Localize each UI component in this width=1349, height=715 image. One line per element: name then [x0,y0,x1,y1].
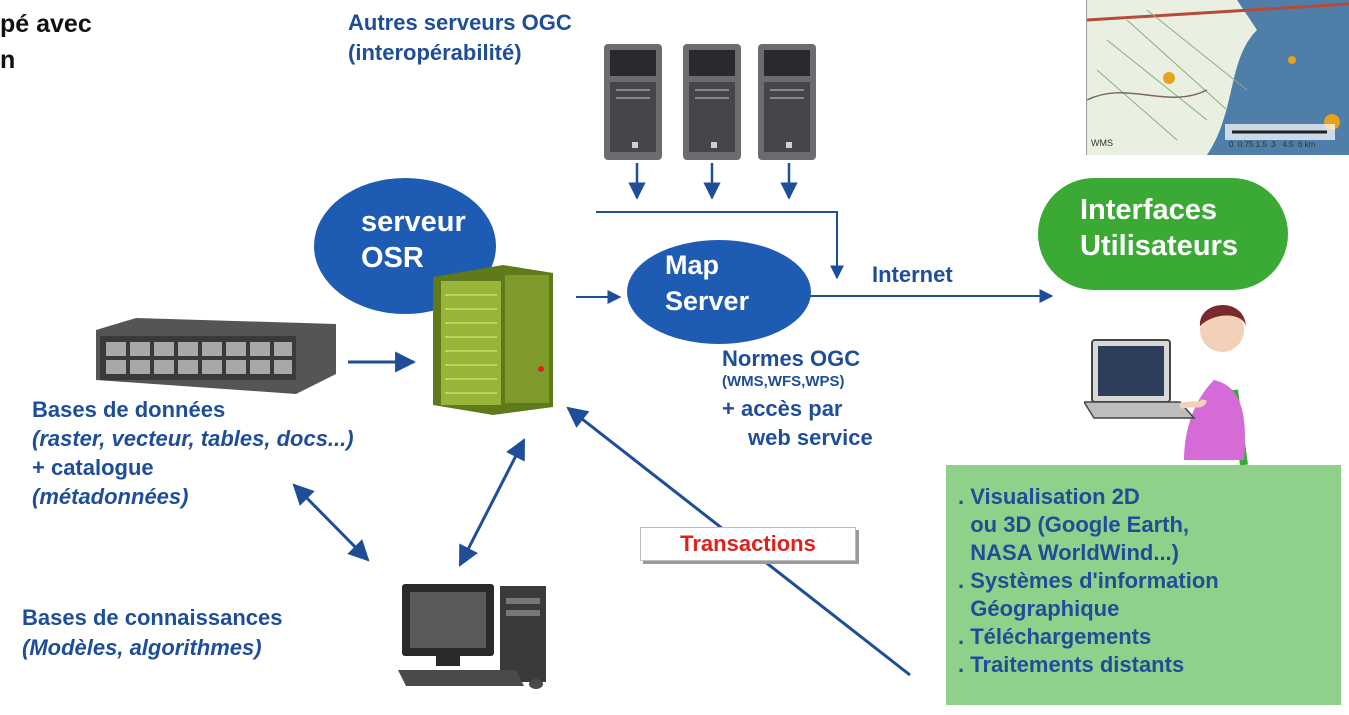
feature-line-7: . Traitements distants [958,652,1185,677]
feature-line-6: . Téléchargements [958,624,1152,649]
other-servers-sublabel: (interopérabilité) [348,40,522,65]
norms-detail: (WMS,WFS,WPS) [722,373,845,390]
interfaces-line-1: Interfaces [1080,194,1218,226]
feature-line-1: . Visualisation 2D [958,484,1140,509]
map-thumbnail: WMS 0 0.75 1.5 3 4.5 6 km [1086,0,1349,155]
feature-line-5: Géographique [958,596,1120,621]
map-scale-label: 0 0.75 1.5 3 4.5 6 km [1229,140,1316,149]
features-box: . Visualisation 2D ou 3D (Google Earth, … [946,465,1341,705]
norms-access-line-2: web service [748,425,873,450]
databases-catalog: + catalogue [32,455,154,480]
osr-rack-server-icon [433,265,555,420]
osr-bubble-line-2: OSR [361,242,424,274]
title-fragment-line-1: pé avec [0,10,92,38]
databases-catalog-detail: (métadonnées) [32,484,189,509]
knowledge-heading: Bases de connaissances [22,605,283,630]
norms-access-line-1: + accès par [722,396,843,421]
interfaces-bubble: Interfaces Utilisateurs [1038,178,1288,290]
transactions-box: Transactions [640,527,856,561]
ogc-server-2-icon [681,42,743,167]
other-servers-label: Autres serveurs OGC [348,10,572,35]
map-corner-label: WMS [1091,138,1113,148]
osr-knowledge-double-arrow [458,438,526,567]
interfaces-line-2: Utilisateurs [1080,230,1238,262]
map-server-line-1: Map [665,250,719,280]
servers-to-internet-line [596,211,844,280]
map-server-bubble: Map Server [627,240,811,344]
laptop-user-icon [1082,290,1256,470]
storage-array-icon [96,318,336,401]
title-fragment-line-2: n [0,46,16,74]
feature-line-3: NASA WorldWind...) [958,540,1179,565]
ogc-server-3-icon [756,42,818,167]
feature-line-2: ou 3D (Google Earth, [958,512,1190,537]
feature-line-4: . Systèmes d'information [958,568,1219,593]
map-server-line-2: Server [665,286,750,316]
db-knowledge-double-arrow [292,483,370,562]
norms-heading: Normes OGC [722,346,861,371]
knowledge-detail: (Modèles, algorithmes) [22,635,262,660]
osr-bubble-line-1: serveur [361,206,466,238]
databases-heading: Bases de données [32,397,226,422]
ogc-server-1-icon [602,42,664,167]
desktop-computer-icon [398,582,550,699]
internet-label: Internet [872,262,953,287]
databases-detail: (raster, vecteur, tables, docs...) [32,426,354,451]
transactions-label: Transactions [680,531,816,556]
